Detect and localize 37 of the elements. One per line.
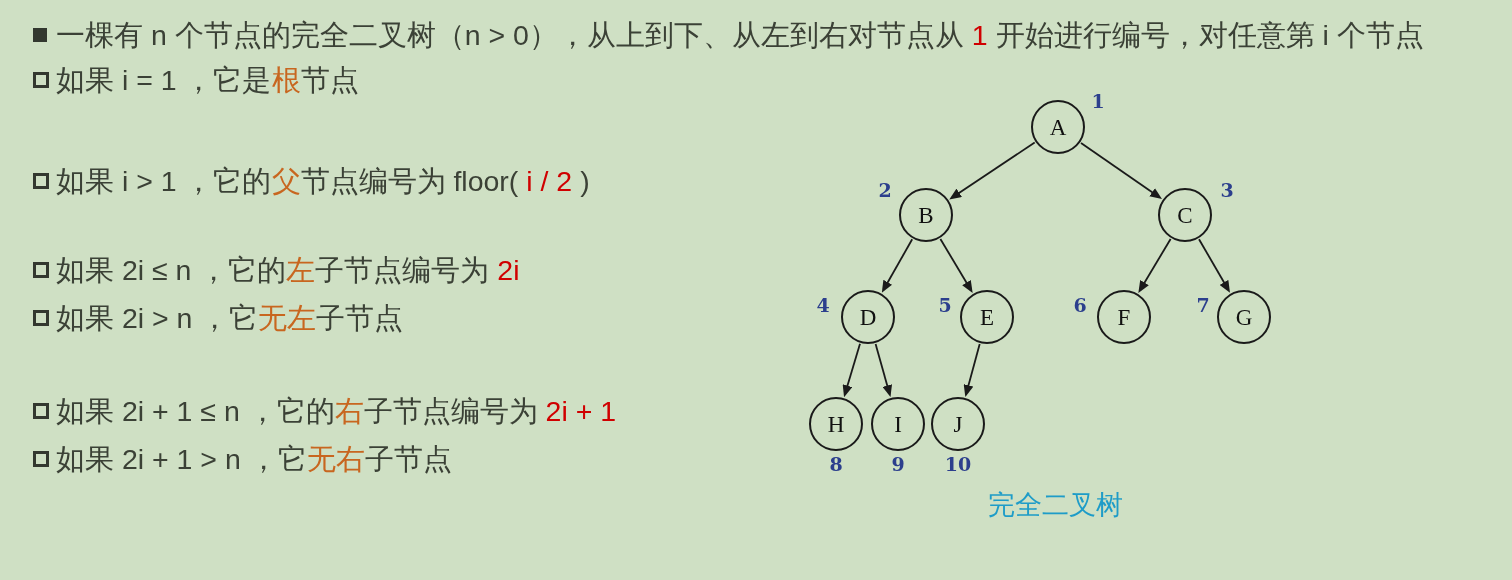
bullet-text: 如果 2i ≤ n ，它的左子节点编号为 2i bbox=[56, 253, 520, 287]
node-letter: G bbox=[1235, 305, 1253, 329]
bullet-text: 如果 2i + 1 > n ，它无右子节点 bbox=[56, 442, 452, 476]
node-number: 10 bbox=[944, 454, 972, 474]
arrow bbox=[1198, 238, 1230, 293]
bullet-text: 如果 2i + 1 ≤ n ，它的右子节点编号为 2i + 1 bbox=[56, 394, 617, 428]
arrow bbox=[939, 238, 973, 293]
node-number: 6 bbox=[1073, 295, 1087, 315]
arrow bbox=[874, 343, 893, 398]
node-letter: J bbox=[953, 412, 963, 436]
arrow bbox=[1080, 142, 1162, 200]
arrow bbox=[1138, 238, 1172, 293]
bullet-text: 如果 i = 1 ，它是根节点 bbox=[56, 63, 359, 97]
node-letter: I bbox=[894, 412, 902, 436]
bullet-text: 如果 2i > n ，它无左子节点 bbox=[56, 301, 404, 335]
node-number: 9 bbox=[891, 454, 905, 474]
node-letter: A bbox=[1049, 115, 1067, 139]
bullet-text: 如果 i > 1 ，它的父节点编号为 floor( i / 2 ) bbox=[56, 164, 590, 198]
arrow bbox=[963, 343, 981, 397]
node-number: 8 bbox=[829, 454, 843, 474]
arrow bbox=[949, 141, 1036, 200]
node-letter: D bbox=[859, 305, 877, 329]
node-letter: C bbox=[1177, 203, 1193, 227]
node-letter: F bbox=[1117, 305, 1131, 329]
node-letter: H bbox=[827, 412, 845, 436]
caption: 完全二叉树 bbox=[987, 488, 1123, 522]
arrow bbox=[881, 238, 914, 293]
arrow bbox=[842, 342, 861, 398]
node-number: 4 bbox=[816, 295, 830, 315]
node-number: 3 bbox=[1220, 180, 1234, 200]
node-number: 7 bbox=[1196, 295, 1210, 315]
node-number: 1 bbox=[1091, 91, 1105, 111]
node-number: 5 bbox=[938, 295, 952, 315]
node-letter: E bbox=[979, 305, 995, 329]
node-letter: B bbox=[918, 203, 934, 227]
node-number: 2 bbox=[878, 180, 892, 200]
bullet-text: 一棵有 n 个节点的完全二叉树（n > 0），从上到下、从左到右对节点从 1 开始进行编号，对任意第 i 个节点 bbox=[56, 18, 1424, 52]
